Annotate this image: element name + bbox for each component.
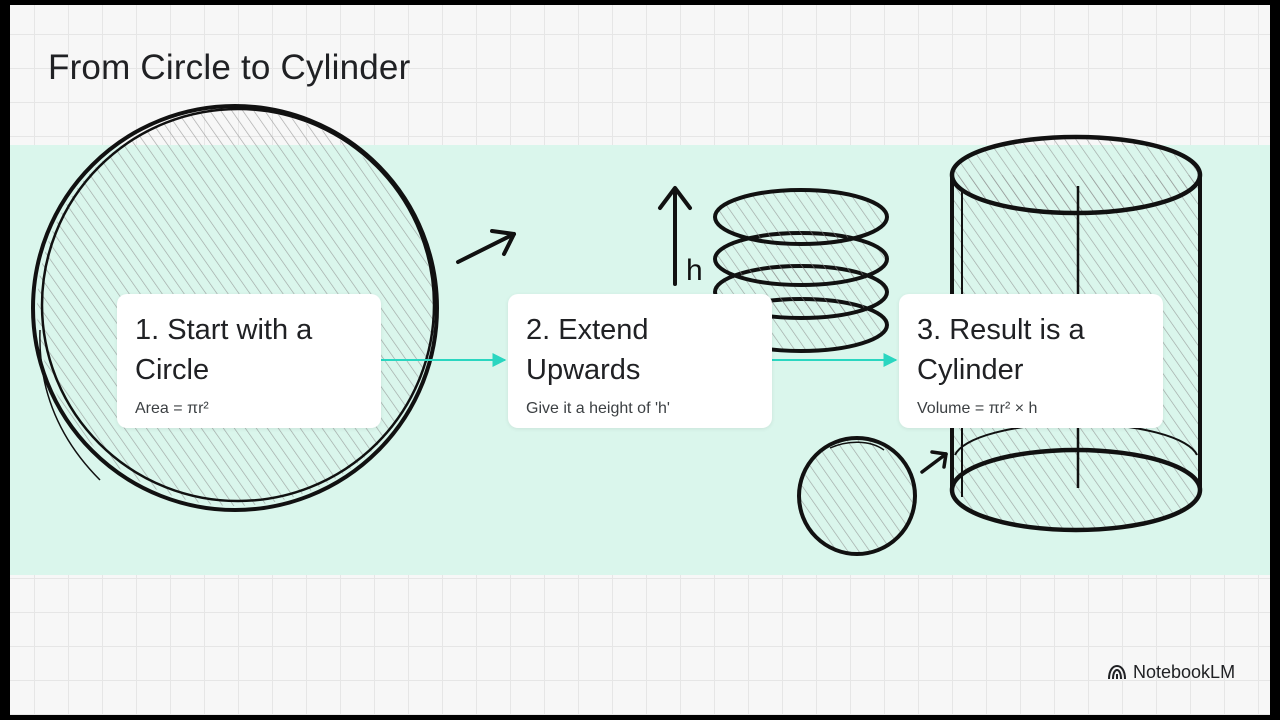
height-label: h — [686, 254, 703, 287]
height-up-arrow-icon — [658, 186, 692, 286]
step-2-detail: Give it a height of 'h' — [526, 400, 670, 417]
brand-watermark: NotebookLM — [1107, 660, 1235, 684]
frame-left — [0, 0, 10, 720]
step-3-heading-line1: 3. Result is a — [917, 314, 1085, 346]
step-2-heading-line2: Upwards — [526, 354, 641, 386]
small-diagonal-arrow-icon — [920, 450, 948, 474]
step-3-heading-line2: Cylinder — [917, 354, 1024, 386]
disc-stack-sketch — [713, 188, 889, 353]
frame-top — [0, 0, 1280, 5]
brand-name: NotebookLM — [1133, 661, 1236, 682]
step-card-cylinder: 3. Result is a Cylinder Volume = πr² × h — [899, 294, 1163, 428]
step-card-circle: 1. Start with a Circle Area = πr² — [117, 294, 381, 428]
diagonal-arrow-icon — [456, 229, 516, 264]
step-1-heading-line1: 1. Start with a — [135, 314, 313, 346]
small-circle-sketch — [797, 436, 917, 556]
step-card-extend: 2. Extend Upwards Give it a height of 'h… — [508, 294, 772, 428]
page-title: From Circle to Cylinder — [48, 48, 411, 87]
notebooklm-logo-icon — [1108, 664, 1126, 680]
step-3-detail: Volume = πr² × h — [917, 400, 1038, 417]
frame-right — [1270, 0, 1280, 720]
step-1-heading-line2: Circle — [135, 354, 210, 386]
step-2-heading-line1: 2. Extend — [526, 314, 649, 346]
frame-bottom — [0, 715, 1280, 720]
step-1-detail: Area = πr² — [135, 400, 209, 417]
